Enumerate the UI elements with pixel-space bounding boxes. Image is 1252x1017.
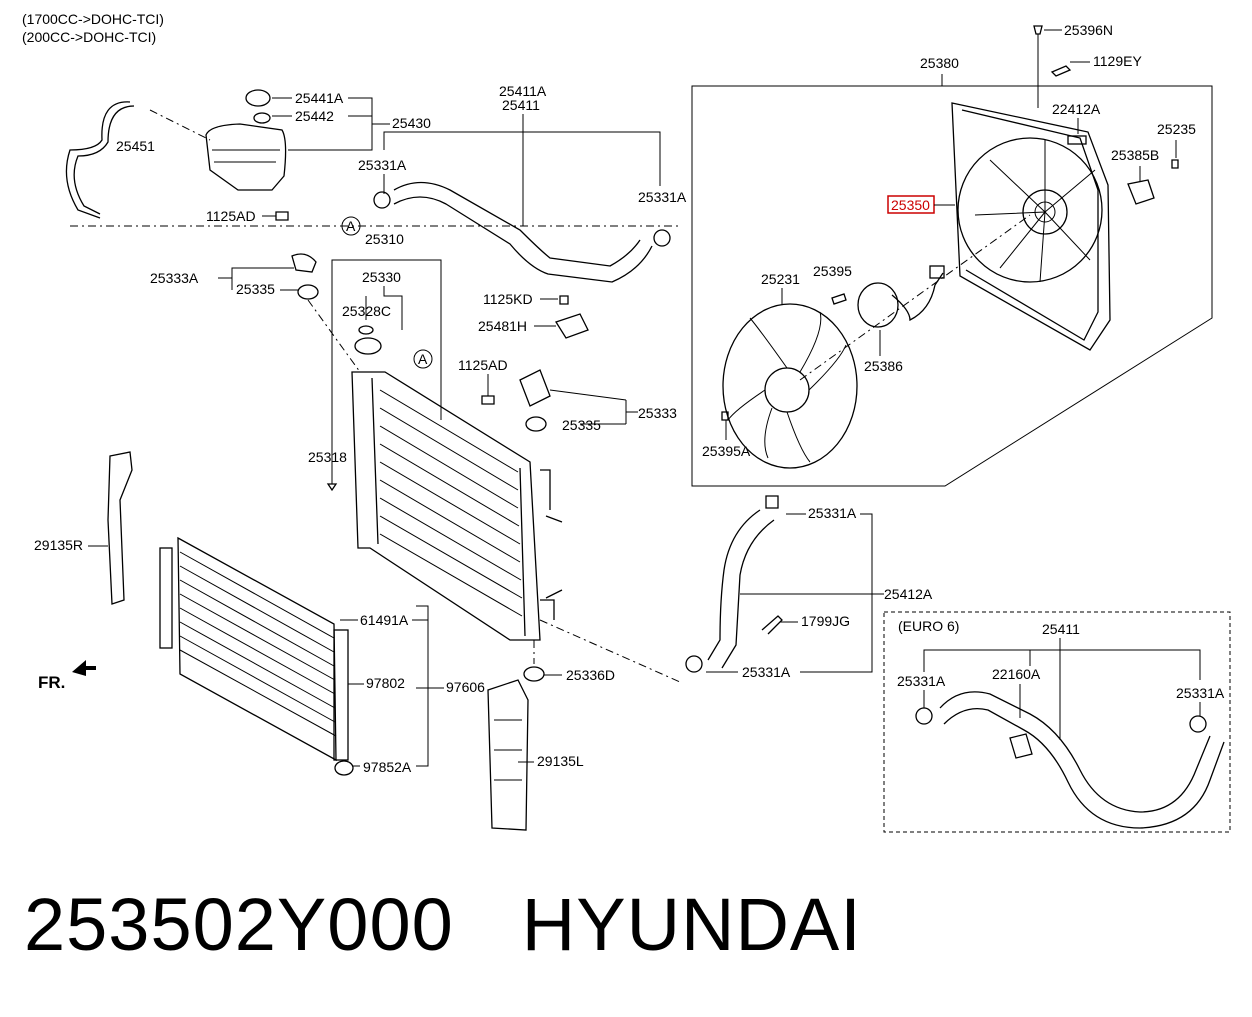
lower-radiator-hose: 25331A 25412A 1799JG 25331A 25336D — [523, 495, 933, 683]
label-25335-left: 25335 — [236, 281, 275, 297]
callout-A-radiator: A — [418, 351, 428, 367]
label-25396N: 25396N — [1064, 22, 1113, 38]
label-1799JG: 1799JG — [801, 613, 850, 629]
label-25336D: 25336D — [566, 667, 615, 683]
label-25331A-2: 25331A — [638, 189, 687, 205]
label-25328C: 25328C — [342, 303, 391, 319]
label-FR: FR. — [38, 673, 65, 692]
fan-shroud-assembly: 25380 25396N 1129EY 22412A 25235 25385B … — [691, 22, 1213, 487]
label-25331A-4: 25331A — [742, 664, 791, 680]
label-25481H: 25481H — [478, 318, 527, 334]
label-25451: 25451 — [116, 138, 155, 154]
upper-radiator-hose: 25411A 25411 25331A 25331A A — [341, 83, 687, 283]
label-25331A-3: 25331A — [808, 505, 857, 521]
label-25330: 25330 — [362, 269, 401, 285]
header-note-1: (1700CC->DOHC-TCI) — [22, 11, 164, 27]
label-25335-right: 25335 — [562, 417, 601, 433]
label-25411-top: 25411 — [502, 97, 540, 113]
label-25331A-euro6-right: 25331A — [1176, 685, 1225, 701]
condenser: 61491A 97802 97606 97852A FR. — [38, 536, 485, 776]
label-25395A: 25395A — [702, 443, 751, 459]
label-25385B: 25385B — [1111, 147, 1159, 163]
label-25395: 25395 — [813, 263, 852, 279]
front-arrow-icon — [72, 660, 96, 676]
label-25331A-1: 25331A — [358, 157, 407, 173]
label-25442: 25442 — [295, 108, 334, 124]
label-25441A: 25441A — [295, 90, 344, 106]
label-euro6: (EURO 6) — [898, 618, 959, 634]
label-97606: 97606 — [446, 679, 485, 695]
label-97852A: 97852A — [363, 759, 412, 775]
label-25333: 25333 — [638, 405, 677, 421]
label-1125KD: 1125KD — [483, 291, 533, 307]
label-25411-euro6: 25411 — [1042, 621, 1080, 637]
label-25310: 25310 — [365, 231, 404, 247]
label-25350-highlighted: 25350 — [891, 197, 930, 213]
parts-diagram: (1700CC->DOHC-TCI) (200CC->DOHC-TCI) 253… — [22, 11, 1231, 833]
label-1129EY: 1129EY — [1093, 53, 1142, 69]
label-25411A: 25411A — [499, 83, 547, 99]
label-25333A: 25333A — [150, 270, 199, 286]
label-1125AD-top: 1125AD — [206, 208, 256, 224]
label-25430: 25430 — [392, 115, 431, 131]
label-25380: 25380 — [920, 55, 959, 71]
label-29135R: 29135R — [34, 537, 83, 553]
header-note-2: (200CC->DOHC-TCI) — [22, 29, 156, 45]
part-number: 253502Y000 — [24, 883, 454, 966]
air-guards: 29135R 29135L — [34, 451, 584, 831]
label-1125AD-mid: 1125AD — [458, 357, 508, 373]
label-25231: 25231 — [761, 271, 800, 287]
label-25412A: 25412A — [884, 586, 933, 602]
callout-A-top: A — [346, 218, 356, 234]
radiator: 25310 25330 25328C A 25318 25333A 25335 … — [150, 231, 681, 683]
label-22160A: 22160A — [992, 666, 1041, 682]
label-25331A-euro6-left: 25331A — [897, 673, 946, 689]
brand-name: HYUNDAI — [521, 883, 862, 966]
label-25386: 25386 — [864, 358, 903, 374]
label-29135L: 29135L — [537, 753, 584, 769]
label-25318: 25318 — [308, 449, 347, 465]
label-25235: 25235 — [1157, 121, 1196, 137]
coolant-reservoir: 25441A 25442 25430 25451 1125AD — [65, 89, 680, 227]
label-61491A: 61491A — [360, 612, 409, 628]
label-22412A: 22412A — [1052, 101, 1101, 117]
euro6-inset: (EURO 6) 25411 25331A 22160A 25331A — [883, 611, 1231, 833]
label-97802: 97802 — [366, 675, 405, 691]
